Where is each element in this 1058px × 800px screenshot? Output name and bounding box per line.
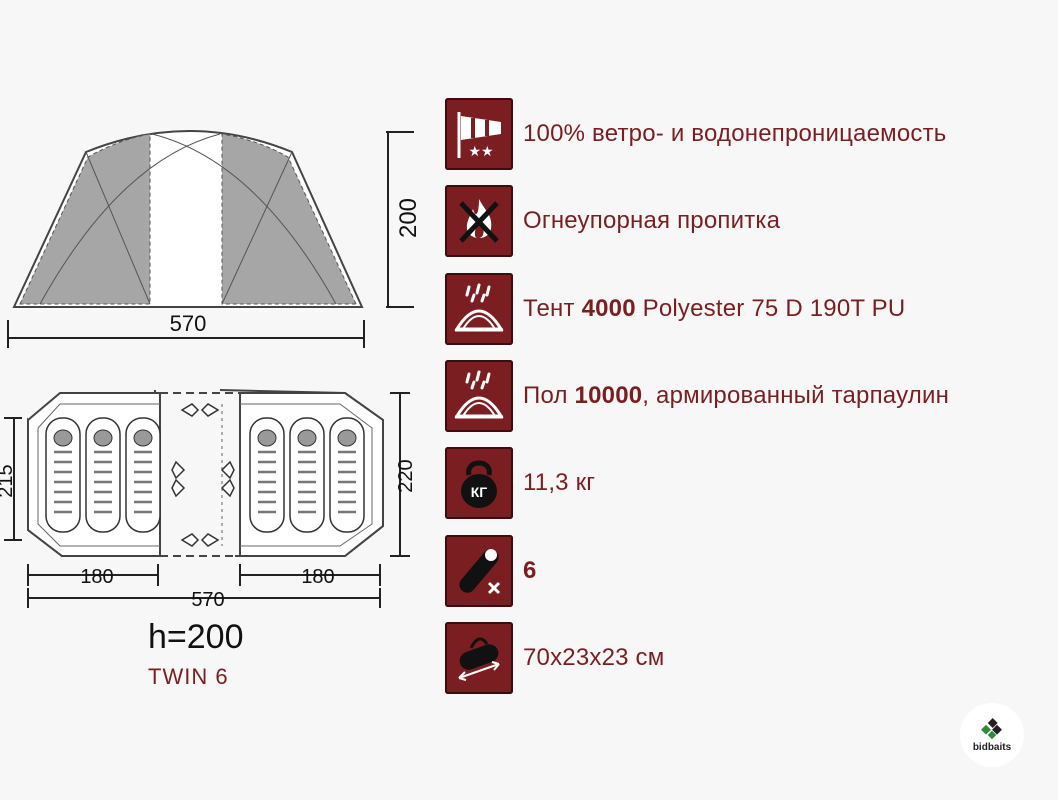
feature-wind-water: ★★ 100% ветро- и водонепроницаемость (445, 98, 947, 170)
svg-text:★★: ★★ (468, 143, 493, 159)
rain-dome-icon (445, 360, 513, 432)
feature-tent-fabric: Тент 4000 Polyester 75 D 190T PU (445, 273, 905, 345)
no-fire-icon (445, 185, 513, 257)
feature-pack-size: 70х23х23 см (445, 622, 664, 694)
kettlebell-icon: КГ (445, 447, 513, 519)
feature-fire-retardant: Огнеупорная пропитка (445, 185, 780, 257)
feature-text: 100% ветро- и водонепроницаемость (523, 120, 947, 147)
bidbaits-logo: bidbaits (960, 703, 1024, 767)
feature-text: 11,3 кг (523, 469, 596, 496)
plan-bedroom-left-label: 180 (80, 566, 113, 588)
floor-plan: 215 220 180 180 570 (0, 389, 417, 611)
side-height-label: 200 (395, 198, 422, 238)
sleeping-bags-right (249, 417, 365, 533)
side-width-label: 570 (170, 311, 207, 336)
tent-diagrams: 570 200 (0, 130, 422, 611)
feature-text: Огнеупорная пропитка (523, 207, 781, 234)
logo-mark-icon (981, 717, 1002, 739)
feature-floor-fabric: Пол 10000, армированный тарпаулин (445, 360, 949, 432)
height-caption: h=200 (148, 618, 244, 656)
feature-text: Тент 4000 Polyester 75 D 190T PU (523, 295, 906, 322)
side-view: 570 200 (7, 130, 422, 348)
kettlebell-label: КГ (471, 484, 488, 500)
feature-text: 6 (523, 557, 537, 584)
rain-dome-icon (445, 273, 513, 345)
plan-depth-right-label: 220 (395, 459, 417, 492)
logo-text: bidbaits (972, 741, 1012, 753)
feature-text: 70х23х23 см (523, 644, 665, 671)
sleeping-bags-left (45, 417, 161, 533)
plan-bedroom-right-label: 180 (301, 566, 334, 588)
plan-total-width-label: 570 (191, 589, 224, 611)
feature-text: Пол 10000, армированный тарпаулин (523, 382, 950, 409)
feature-weight: КГ 11,3 кг (445, 447, 595, 519)
sleeping-bag-icon (445, 535, 513, 607)
carry-bag-icon (445, 622, 513, 694)
plan-depth-left-label: 215 (0, 464, 17, 497)
feature-capacity: 6 (445, 535, 537, 607)
tent-right-panel (221, 133, 357, 305)
door-arrows (171, 403, 235, 547)
model-name: TWIN 6 (148, 664, 229, 689)
windsock-icon: ★★ (445, 98, 513, 170)
tent-left-panel (19, 133, 151, 305)
